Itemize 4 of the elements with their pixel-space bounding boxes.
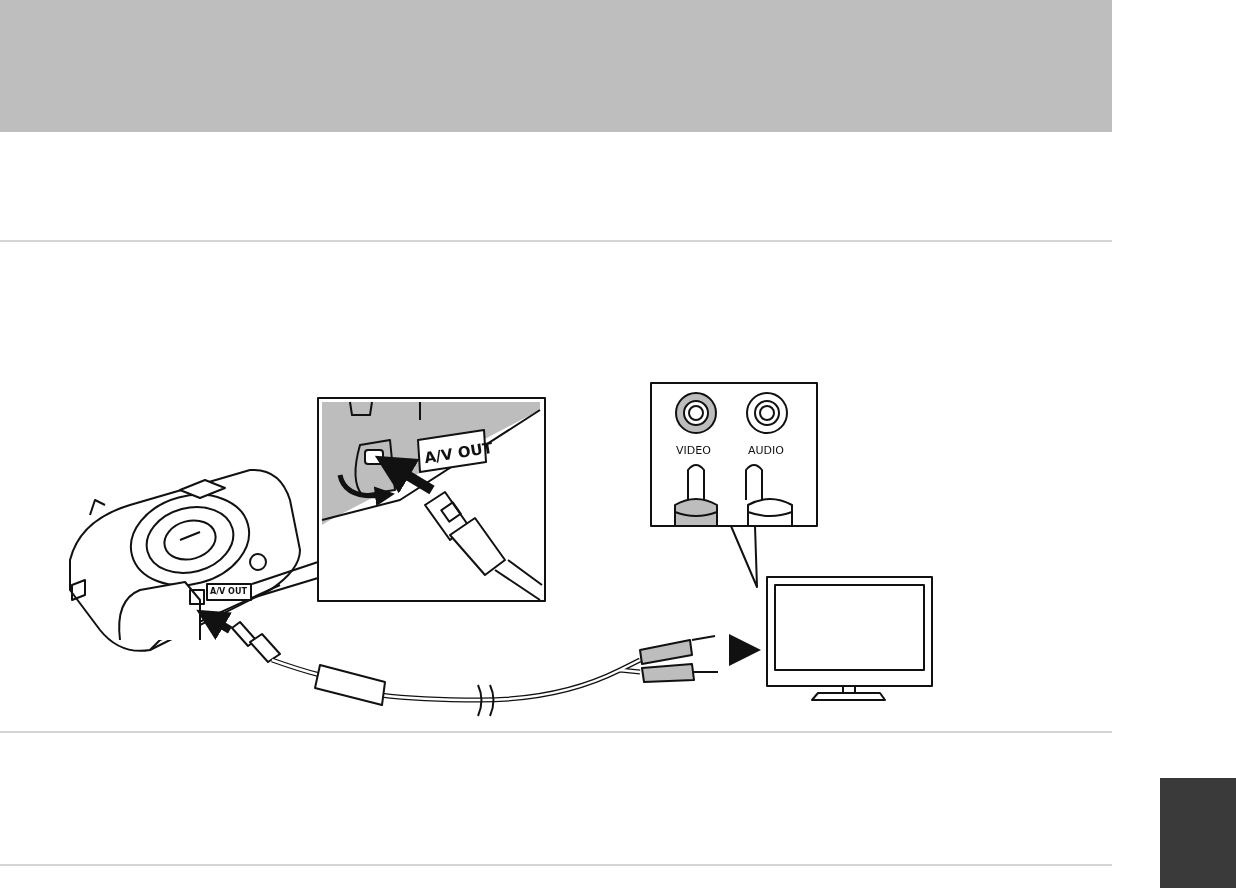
port-label: A/V OUT: [210, 588, 247, 596]
jack-label: AUDIO: [748, 445, 784, 456]
port-label: A/V OUT: [423, 440, 494, 467]
jack-label: VIDEO: [676, 445, 711, 456]
